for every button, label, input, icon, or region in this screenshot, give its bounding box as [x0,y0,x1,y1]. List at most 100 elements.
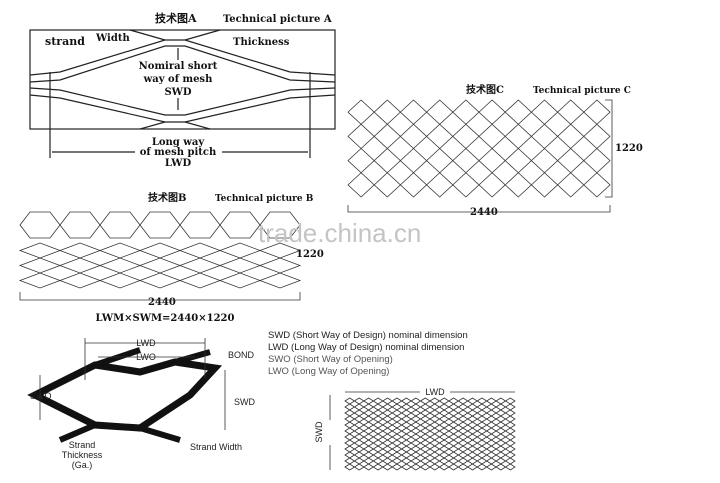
mesh-diamond [138,272,182,289]
mesh-diamond [448,445,460,453]
mesh-diamond [557,123,585,150]
mesh-diamond [557,147,585,174]
panel-c-width: 2440 [470,207,498,218]
mesh-diamond [429,427,441,435]
mesh-diamond [485,463,497,471]
mesh-diamond [363,415,375,423]
mesh-diamond [372,421,384,429]
mesh-diamond [58,257,102,274]
mesh-diamond [485,427,497,435]
mesh-diamond [438,403,450,411]
mesh-diamond [419,439,431,447]
mesh-diamond [353,445,365,453]
mesh-diamond [495,409,507,417]
mesh-diamond [426,172,454,198]
mesh-diamond [495,427,507,435]
mesh-diamond [467,451,478,459]
mesh-hexagon [99,211,141,239]
mesh-diamond [476,421,488,429]
mesh-diamond [391,415,403,423]
mesh-diamond [363,463,375,471]
mesh-diamond [372,427,384,435]
mesh-diamond [495,463,507,471]
mesh-diamond [400,409,412,417]
mesh-diamond [448,439,460,447]
mesh-diamond [98,257,142,274]
mesh-diamond [400,397,412,405]
mesh-diamond [476,427,488,435]
mesh-diamond [419,463,431,471]
mesh-diamond [495,439,507,447]
mesh-diamond [391,463,403,471]
mesh-diamond [372,409,384,417]
mesh-diamond [382,433,393,441]
mesh-diamond [419,403,431,411]
panel-a-strands [29,29,336,130]
mesh-diamond [372,445,384,453]
mesh-diamond [452,123,480,150]
mesh-diamond [530,99,559,125]
mesh-diamond [382,415,393,423]
mesh-diamond [98,272,142,289]
detail-lwo: LWO [136,352,156,362]
mesh-diamond [410,433,422,441]
mesh-diamond [410,427,422,435]
mesh-diamond [382,451,393,459]
mesh-hexagon [139,211,181,239]
mesh-diamond [504,147,532,174]
mesh-diamond [419,421,431,429]
mesh-diamond [419,445,431,453]
mesh-diamond [353,421,365,429]
lwd-line-1: Long way [152,137,206,148]
mesh-diamond [382,427,393,435]
mesh-diamond [504,172,532,198]
panel-b-formula: LWM×SWM=2440×1220 [96,313,235,324]
mesh-diamond [363,409,375,417]
mesh-diamond [218,242,262,259]
panel-a-frame [29,29,336,130]
mesh-diamond [467,409,478,417]
mesh-diamond [504,99,532,125]
mesh-diamond [476,397,488,405]
mesh-diamond [400,439,412,447]
mesh-diamond [410,403,422,411]
panel-c: 技术图C Technical picture C 1220 2440 [347,83,643,218]
mesh-diamond [438,397,450,405]
mesh-diamond [382,463,393,471]
mesh-diamond [353,433,365,441]
strand-thickness-1: Strand [69,440,96,450]
mesh-diamond [467,415,478,423]
mesh-diamond [353,427,365,435]
mesh-diamond [583,99,611,125]
mesh-diamond [485,421,497,429]
mesh-diamond [495,403,507,411]
mesh-diamond [353,415,365,423]
mesh-diamond [382,439,393,447]
mesh-diamond [467,427,478,435]
mesh-diamond [429,409,441,417]
sheet-lwd: LWD [425,387,445,397]
mesh-diamond [419,457,431,465]
mesh-diamond [495,451,507,459]
mesh-diamond [400,433,412,441]
mesh-diamond [353,457,365,465]
mesh-diamond [382,403,393,411]
mesh-diamond [372,463,384,471]
mesh-diamond [400,463,412,471]
mesh-diamond [372,451,384,459]
lwd-lwo-dimension [84,338,206,380]
mesh-diamond [438,457,450,465]
width-label: Width [95,33,130,44]
mesh-diamond [347,123,375,150]
detail-bond: BOND [228,350,255,360]
mesh-diamond [353,451,365,459]
mesh-diamond [426,123,454,150]
mesh-diamond [344,457,356,465]
mesh-diamond [448,415,460,423]
mesh-diamond [419,451,431,459]
mesh-diamond [258,272,302,289]
swo-swd-dimension [39,370,226,430]
mesh-diamond [504,421,516,429]
strand-detail: LWD LWO BOND SWO SWD Strand Thickness (G… [27,338,255,470]
